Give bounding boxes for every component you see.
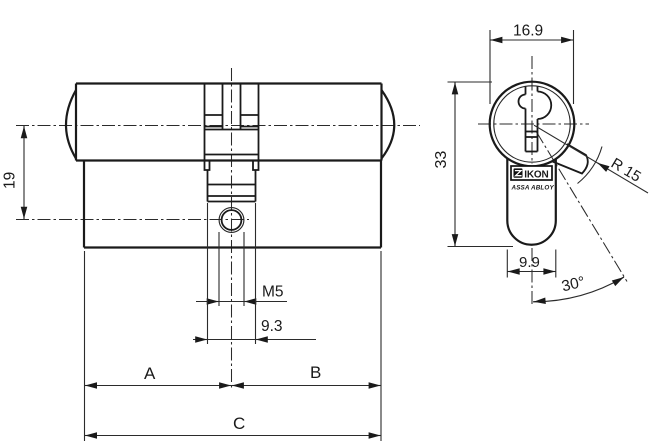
logo-brand-text: IKON — [524, 170, 548, 181]
dim-label-19: 19 — [2, 172, 19, 189]
screw-hole — [218, 207, 245, 233]
dim-label-9-9: 9.9 — [519, 254, 540, 271]
dimension-19: 19 — [2, 125, 28, 220]
side-view: 19 M5 9.3 A — [2, 68, 420, 441]
dim-label-30deg: 30° — [560, 274, 587, 296]
screw-core-circle — [220, 209, 243, 231]
dim-label-r15: R 15 — [608, 155, 644, 186]
dim-label-m5: M5 — [262, 284, 284, 301]
housing-outline — [82, 160, 383, 249]
dimension-9-9: 9.9 — [506, 249, 557, 278]
r15-arc — [577, 146, 603, 184]
cam-angle-line — [536, 131, 628, 282]
dimension-9-3: 9.3 — [193, 203, 316, 344]
r15-leader-line — [533, 124, 649, 194]
brand-logo: IKON ASSA ABLOY — [510, 165, 555, 192]
left-end-cap — [65, 89, 77, 160]
profile-inner-circle — [493, 85, 571, 163]
dim-label-b: B — [310, 363, 321, 382]
screw-thread-circle — [218, 207, 245, 233]
dimension-m5: M5 — [196, 232, 287, 306]
dim-label-a: A — [144, 364, 156, 383]
dimension-16-9: 16.9 — [489, 23, 575, 104]
ikon-z-icon-glyph — [513, 169, 523, 177]
barrel-outline — [65, 82, 396, 162]
cam-tip — [552, 143, 589, 175]
dimension-30deg: 30° — [532, 274, 625, 305]
keyway — [517, 86, 553, 153]
dim-label-c: C — [233, 414, 245, 433]
profile-body — [506, 158, 557, 246]
dimension-abc: A B C — [83, 251, 382, 441]
dim-label-33: 33 — [433, 151, 450, 169]
logo-group-text: ASSA ABLOY — [511, 185, 555, 192]
front-view: IKON ASSA ABLOY 16.9 33 — [433, 23, 649, 307]
cam-section — [203, 83, 260, 161]
right-end-cap — [380, 89, 396, 160]
dim-label-9-3: 9.3 — [261, 318, 283, 335]
dim-label-16-9: 16.9 — [513, 23, 543, 40]
dimension-r15: R 15 — [533, 124, 649, 194]
dimension-33: 33 — [433, 81, 513, 248]
cam-nose — [203, 160, 260, 203]
